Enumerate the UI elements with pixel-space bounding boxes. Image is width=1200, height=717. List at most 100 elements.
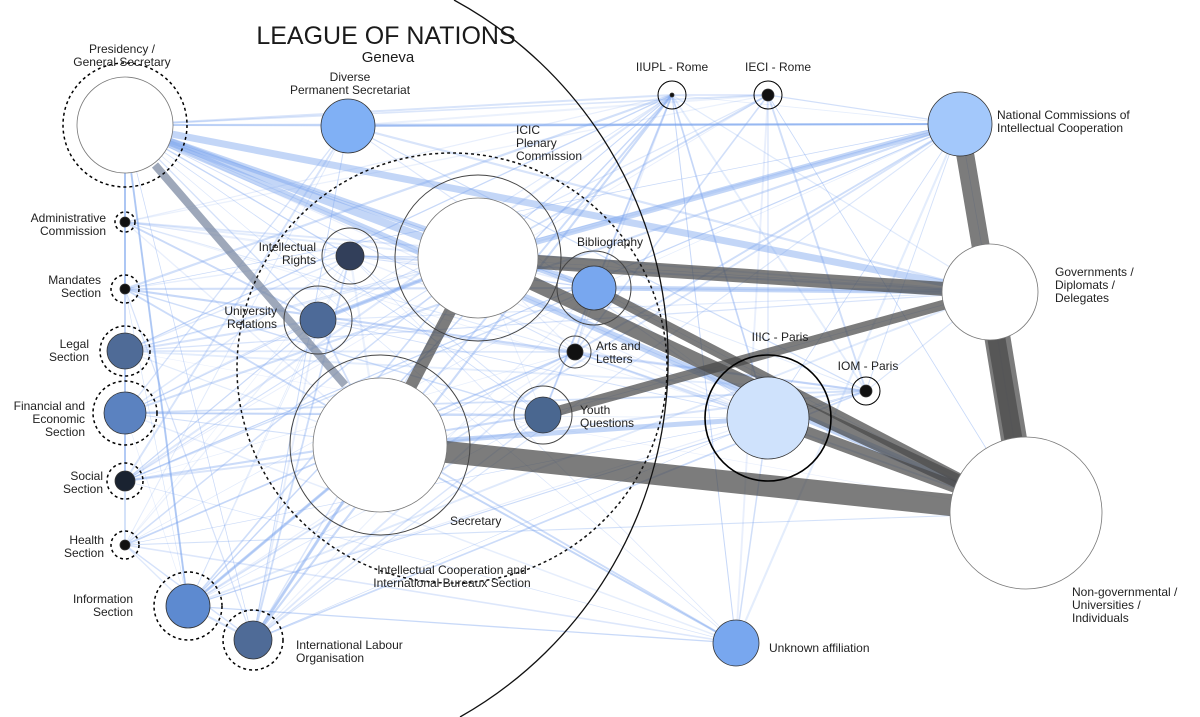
node-circle	[941, 243, 1039, 341]
node-circle	[761, 88, 775, 102]
node-circle	[726, 376, 810, 460]
node-label-rights: Intellectual	[259, 240, 316, 254]
node-admin[interactable]	[114, 211, 136, 233]
node-ring	[321, 227, 379, 285]
edge-rights-iiic	[349, 255, 769, 419]
edge-mandates-arts	[124, 287, 576, 354]
edge-health-unknown	[124, 544, 737, 644]
node-rights[interactable]	[321, 227, 379, 285]
edge-iiupl-governments	[671, 94, 991, 293]
edge-health-university	[124, 319, 319, 546]
edge-financial-rights	[124, 255, 351, 414]
edge-iiic-iiupl	[671, 94, 769, 419]
node-ring	[62, 62, 188, 188]
node-ring	[99, 325, 151, 377]
weighted-edges	[123, 121, 1028, 641]
node-iiupl[interactable]	[657, 80, 687, 110]
node-ring	[106, 462, 144, 500]
edge-presidency-information	[124, 124, 189, 607]
node-nongov[interactable]	[949, 436, 1103, 590]
node-governments[interactable]	[941, 243, 1039, 341]
node-ring	[222, 609, 284, 671]
edge-iiic-national	[767, 123, 961, 419]
node-financial[interactable]	[92, 380, 158, 446]
node-secretary[interactable]	[289, 354, 471, 536]
node-label-arts: Letters	[596, 352, 633, 366]
node-iom[interactable]	[851, 376, 881, 406]
node-iiic[interactable]	[704, 354, 832, 482]
edge-rights-youth	[349, 255, 544, 416]
edge-bibliography-iom	[593, 287, 867, 392]
edge-health-nongov	[124, 512, 1027, 546]
edge-mandates-rights	[124, 255, 351, 290]
node-circle	[119, 216, 131, 228]
edge-information-iiic	[187, 417, 769, 607]
node-ilo[interactable]	[222, 609, 284, 671]
node-ring	[110, 274, 140, 304]
node-circle	[949, 436, 1103, 590]
node-university[interactable]	[283, 285, 353, 355]
node-label-icic: Plenary	[516, 136, 557, 150]
node-national[interactable]	[927, 91, 993, 157]
node-label-nongov: Non-governmental /	[1072, 585, 1178, 599]
node-social[interactable]	[106, 462, 144, 500]
edge-arts-ieci	[574, 94, 769, 353]
node-ring	[289, 354, 471, 536]
node-youth[interactable]	[513, 385, 573, 445]
node-label-governments: Delegates	[1055, 291, 1109, 305]
edge-secretary-unknown	[379, 444, 737, 644]
node-unknown[interactable]	[712, 619, 760, 667]
node-label-national: Intellectual Cooperation	[997, 121, 1123, 135]
node-label-mandates: Section	[61, 286, 101, 300]
node-health[interactable]	[110, 530, 140, 560]
edge-information-national	[187, 123, 961, 607]
node-label-health: Health	[69, 533, 104, 547]
edge-social-iiupl	[124, 94, 673, 482]
node-ring	[851, 376, 881, 406]
node-ring	[283, 285, 353, 355]
edge-presidency-iiupl	[124, 94, 673, 126]
edge-mandates-youth	[124, 288, 544, 416]
node-circle	[103, 391, 147, 435]
edge-legal-university	[124, 318, 319, 353]
node-label-governments: Diplomats /	[1055, 278, 1116, 292]
node-icic[interactable]	[394, 174, 562, 342]
edge-rights-unknown	[349, 255, 737, 644]
node-label-iiic: IIIC - Paris	[752, 330, 809, 344]
node-circle	[571, 265, 617, 311]
node-label-university: University	[224, 304, 277, 318]
edge-iom-national	[865, 123, 961, 392]
edge-iom-iiupl	[671, 94, 867, 392]
node-legal[interactable]	[99, 325, 151, 377]
node-label-secretary: Secretary	[450, 514, 501, 528]
node-label-university: Relations	[227, 317, 277, 331]
edge-presidency-governments	[124, 121, 991, 296]
node-information[interactable]	[153, 571, 223, 641]
edge-diverse-financial	[124, 125, 349, 414]
edge-mandates-iiupl	[124, 93, 673, 291]
node-mandates[interactable]	[110, 274, 140, 304]
node-ieci[interactable]	[753, 80, 783, 110]
node-diverse[interactable]	[320, 98, 376, 154]
labels: Presidency /General SecretaryDiversePerm…	[14, 42, 1178, 665]
edge-university-iiic	[317, 319, 769, 419]
node-presidency[interactable]	[62, 62, 188, 188]
edge-presidency-secretary	[151, 162, 349, 388]
edge-presidency-youth	[124, 124, 544, 416]
node-label-legal: Section	[49, 350, 89, 364]
node-label-diverse: Diverse	[330, 70, 371, 84]
node-label-icic: ICIC	[516, 123, 540, 137]
node-arts[interactable]	[558, 335, 592, 369]
node-label-social: Social	[70, 469, 103, 483]
edge-bibliography-iiupl	[593, 94, 673, 289]
node-circle	[417, 197, 539, 319]
edge-presidency-unknown	[124, 124, 737, 644]
edge-ilo-iiic	[252, 417, 769, 641]
edge-legal-rights	[124, 255, 351, 352]
title: LEAGUE OF NATIONS	[256, 22, 515, 50]
node-circle	[524, 396, 562, 434]
node-ring	[657, 80, 687, 110]
node-bibliography[interactable]	[556, 250, 632, 326]
edge-mandates-ilo	[124, 288, 254, 641]
